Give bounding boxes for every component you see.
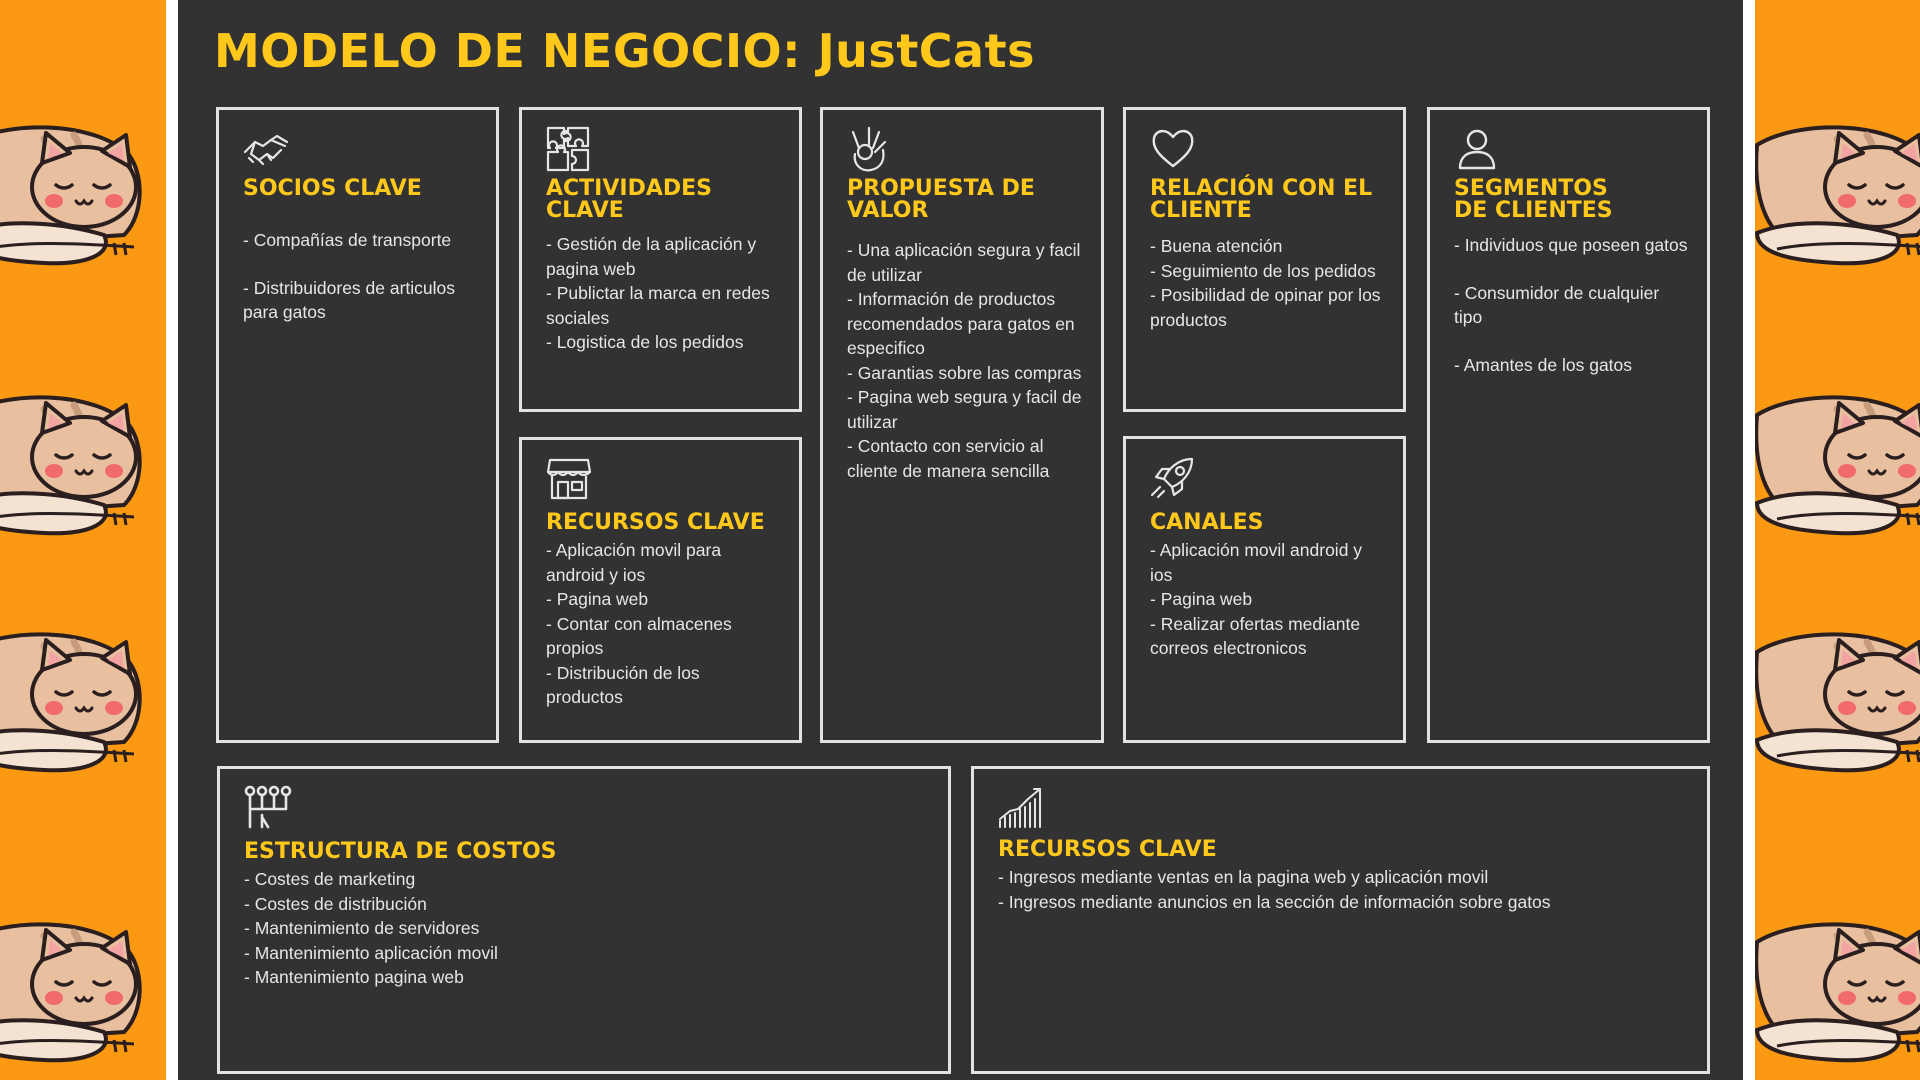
block-heading: RECURSOS CLAVE <box>546 510 765 535</box>
list-item: - Compañías de transporte <box>243 230 452 250</box>
list-item: - Garantias sobre las compras <box>847 362 1082 383</box>
puzzle-icon <box>544 124 594 174</box>
list-item: - Mantenimiento de servidores <box>244 918 480 938</box>
block-list: - Costes de marketing - Costes de distri… <box>244 867 930 990</box>
block-list: - Individuos que poseen gatos - Consumid… <box>1454 233 1689 377</box>
list-item: - Pagina web <box>546 589 649 609</box>
block-relacion-cliente: RELACIÓN CON EL CLIENTE - Buena atención… <box>1123 107 1406 412</box>
block-canales: CANALES - Aplicación movil android y ios… <box>1123 436 1406 743</box>
sleeping-cat-icon <box>0 922 164 1072</box>
block-segmentos-clientes: SEGMENTOS DE CLIENTES - Individuos que p… <box>1427 107 1710 743</box>
list-item: - Ingresos mediante anuncios en la secci… <box>998 891 1551 912</box>
list-item: - Consumidor de cualquier tipo <box>1454 282 1660 328</box>
list-item: - Distribución de los productos <box>546 662 700 708</box>
block-heading: ESTRUCTURA DE COSTOS <box>244 839 557 864</box>
person-icon <box>1452 124 1502 174</box>
list-item: - Aplicación movil android y ios <box>1150 540 1363 585</box>
right-decor-strip <box>1755 0 1920 1080</box>
list-item: - Gestión de la aplicación y pagina web <box>546 234 757 279</box>
list-item: - Pagina web <box>1150 589 1253 609</box>
list-item: - Ingresos mediante ventas en la pagina … <box>998 867 1489 887</box>
structure-icon <box>242 783 292 833</box>
list-item: - Una aplicación segura y facil de utili… <box>847 240 1081 285</box>
block-list: - Ingresos mediante ventas en la pagina … <box>998 865 1689 914</box>
block-list: - Buena atención - Seguimiento de los pe… <box>1150 234 1385 332</box>
list-item: - Posibilidad de opinar por los producto… <box>1150 285 1381 330</box>
block-socios-clave: SOCIOS CLAVE - Compañías de transporte -… <box>216 107 499 743</box>
list-item: - Publictar la marca en redes sociales <box>546 283 770 328</box>
list-item: - Mantenimiento aplicación movil <box>244 942 498 963</box>
list-item: - Costes de marketing <box>244 869 416 889</box>
block-actividades-clave: ACTIVIDADES CLAVE - Gestión de la aplica… <box>519 107 802 412</box>
store-icon <box>544 454 594 504</box>
list-item: - Información de productos recomendados … <box>847 289 1075 358</box>
business-model-canvas: MODELO DE NEGOCIO: JustCats SOCIOS CLAVE… <box>178 0 1743 1080</box>
list-item: - Pagina web segura y facil de utilizar <box>847 387 1082 432</box>
left-decor-strip <box>0 0 166 1080</box>
sleeping-cat-icon <box>0 395 164 545</box>
sleeping-cat-icon <box>1755 125 1920 275</box>
block-recursos-clave: RECURSOS CLAVE - Aplicación movil para a… <box>519 437 802 743</box>
list-item: - Mantenimiento pagina web <box>244 967 464 987</box>
sleeping-cat-icon <box>0 125 164 275</box>
sleeping-cat-icon <box>1755 632 1920 782</box>
list-item: - Distribuidores de articulos para gatos <box>243 277 456 323</box>
block-heading: SOCIOS CLAVE <box>243 176 422 201</box>
page-title: MODELO DE NEGOCIO: JustCats <box>214 24 1035 78</box>
block-propuesta-valor: PROPUESTA DE VALOR - Una aplicación segu… <box>820 107 1104 743</box>
block-list: - Compañías de transporte - Distribuidor… <box>243 228 478 325</box>
block-list: - Aplicación movil para android y ios - … <box>546 538 781 710</box>
block-heading: CANALES <box>1150 510 1264 535</box>
list-item: - Logistica de los pedidos <box>546 332 744 352</box>
block-estructura-costos: ESTRUCTURA DE COSTOS - Costes de marketi… <box>217 766 951 1074</box>
list-item: - Amantes de los gatos <box>1454 354 1633 375</box>
list-item: - Aplicación movil para android y ios <box>546 540 722 585</box>
rocket-icon <box>1148 453 1198 503</box>
list-item: - Contar con almacenes propios <box>546 613 732 659</box>
sleeping-cat-icon <box>0 632 164 782</box>
block-heading: SEGMENTOS DE CLIENTES <box>1454 176 1613 223</box>
heart-icon <box>1148 124 1198 174</box>
sleeping-cat-icon <box>1755 395 1920 545</box>
list-item: - Individuos que poseen gatos <box>1454 235 1688 255</box>
block-flujo-ingresos: RECURSOS CLAVE - Ingresos mediante venta… <box>971 766 1710 1074</box>
block-heading: PROPUESTA DE VALOR <box>847 176 1035 223</box>
list-item: - Contacto con servicio al cliente de ma… <box>847 436 1050 481</box>
list-item: - Buena atención <box>1150 236 1283 256</box>
block-heading: ACTIVIDADES CLAVE <box>546 176 712 223</box>
block-list: - Una aplicación segura y facil de utili… <box>847 238 1083 483</box>
block-list: - Gestión de la aplicación y pagina web … <box>546 232 781 355</box>
sleeping-cat-icon <box>1755 922 1920 1072</box>
handshake-icon <box>241 124 291 174</box>
block-heading: RELACIÓN CON EL CLIENTE <box>1150 176 1373 223</box>
block-heading: RECURSOS CLAVE <box>998 837 1217 862</box>
growth-chart-icon <box>996 783 1046 833</box>
ok-hand-icon <box>845 124 895 174</box>
list-item: - Costes de distribución <box>244 893 427 914</box>
block-list: - Aplicación movil android y ios - Pagin… <box>1150 538 1385 661</box>
list-item: - Realizar ofertas mediante correos elec… <box>1150 613 1361 659</box>
list-item: - Seguimiento de los pedidos <box>1150 260 1376 281</box>
